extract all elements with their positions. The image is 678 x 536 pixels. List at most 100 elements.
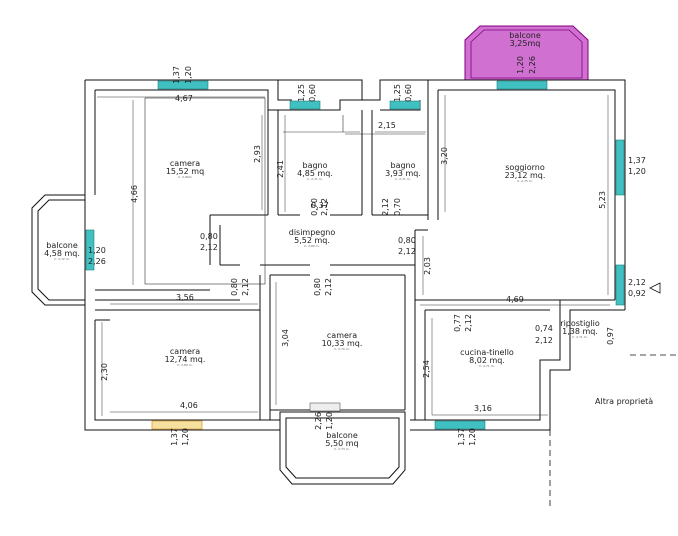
room-area: 3,93 mq. xyxy=(385,169,421,178)
room-name: camera xyxy=(169,159,201,168)
room-cucina-tinello: cucina-tinello 8,02 mq. h. 2,71 m. xyxy=(452,349,522,368)
door-camera2-h: 2,12 xyxy=(240,278,250,296)
room-name: camera xyxy=(326,331,358,340)
room-height: h. 2,89m xyxy=(178,175,192,179)
door-ripostiglio-h: 2,12 xyxy=(535,336,553,345)
room-area: 5,50 mq xyxy=(325,439,359,448)
door-camera3: 0,80 xyxy=(312,278,322,296)
room-name: balcone xyxy=(326,431,358,440)
room-height: h. 2,73 m. xyxy=(334,447,350,451)
property-line xyxy=(549,354,678,510)
win-soggiorno-a: 1,37 xyxy=(628,156,646,165)
win-camera1-a: 1,37 xyxy=(171,66,181,84)
room-area: 10,33 mq. xyxy=(321,339,363,348)
dim-cucina-width: 3,16 xyxy=(474,404,492,413)
room-bagno-1: bagno 4,85 mq. h. 2,71 m. xyxy=(290,162,340,181)
win-camera1-b: 1,20 xyxy=(183,66,193,84)
room-balcone-top: balcone 3,25mq xyxy=(495,32,555,48)
room-height: h. 2,75 m. xyxy=(517,179,533,183)
room-name: bagno xyxy=(302,161,328,170)
dim-bagno-width: 2,15 xyxy=(378,121,396,130)
room-height: h. 2,89 m. xyxy=(177,363,193,367)
door-ripostiglio: 0,74 xyxy=(535,324,553,333)
room-soggiorno: soggiorno 23,12 mq. h. 2,75 m. xyxy=(490,164,560,183)
room-name: soggiorno xyxy=(505,163,545,172)
balcone-left-outline xyxy=(31,194,86,306)
room-name: balcone xyxy=(509,31,541,40)
room-name: bagno xyxy=(390,161,416,170)
win-bagno2-a: 1,25 xyxy=(392,84,402,102)
room-area: 23,12 mq. xyxy=(504,171,546,180)
balcone-bottom-outline xyxy=(279,411,406,485)
win-soggiorno2-b: 0,92 xyxy=(628,289,646,298)
dim-camera1-right: 2,93 xyxy=(252,145,262,163)
room-height: h. 2,71 m. xyxy=(395,177,411,181)
altra-proprieta-label: Altra proprietà xyxy=(595,397,654,406)
win-soggiorno-b: 1,20 xyxy=(628,167,646,176)
room-area: 8,02 mq. xyxy=(469,356,505,365)
dim-soggiorno-left: 3,20 xyxy=(439,147,449,165)
room-height: h. 2,71 m. xyxy=(307,177,323,181)
win-camera2-b: 1,20 xyxy=(180,428,190,446)
win-cucina-a: 1,37 xyxy=(456,428,466,446)
door-camera3-h: 2,12 xyxy=(323,278,333,296)
corr-a: 0,37 xyxy=(311,201,329,210)
win-camera3-a: 2,26 xyxy=(313,412,323,430)
dim-cucina-left: 2,03 xyxy=(422,257,432,275)
room-area: 15,52 mq xyxy=(165,167,205,176)
room-name: balcone xyxy=(46,241,78,250)
room-name: ripostiglio xyxy=(560,319,600,328)
dim-camera1-width: 4,67 xyxy=(175,94,193,103)
door-cucina: 0,77 xyxy=(452,314,462,332)
dim-soggiorno-right: 5,23 xyxy=(597,191,607,209)
win-bagno1-a: 1,25 xyxy=(296,84,306,102)
dim-cucina-height: 2,54 xyxy=(421,360,431,378)
room-area: 4,58 mq. xyxy=(44,249,80,258)
door-soggiorno-h: 2,12 xyxy=(398,247,416,256)
win-top-b: 2,26 xyxy=(527,56,537,74)
door-camera2: 0,80 xyxy=(229,278,239,296)
room-name: cucina-tinello xyxy=(460,348,514,357)
dim-ripostiglio-side: 0,97 xyxy=(605,327,615,345)
door-cucina-h: 2,12 xyxy=(463,314,473,332)
door-camera1: 0,80 xyxy=(200,232,218,241)
room-area: 3,25mq xyxy=(509,39,541,48)
room-height: h. 2,71 m. xyxy=(572,335,588,339)
interior-walls xyxy=(95,90,560,420)
dim-camera2-width: 4,06 xyxy=(180,401,198,410)
window-camera3 xyxy=(309,402,341,412)
room-disimpegno: disimpegno 5,52 mq. h. 2,89 m. xyxy=(282,229,342,248)
win-camera2-a: 1,37 xyxy=(169,428,179,446)
dim-corridor-width: 3,56 xyxy=(176,293,194,302)
win-cucina-b: 1,20 xyxy=(467,428,477,446)
outer-walls xyxy=(84,79,626,431)
room-area: 4,85 mq. xyxy=(297,169,333,178)
dim-camera1-height: 4,66 xyxy=(129,185,139,203)
win-top-a: 1,20 xyxy=(515,56,525,74)
room-camera-2: camera 12,74 mq. h. 2,89 m. xyxy=(155,348,215,367)
win-bagno2-b: 0,60 xyxy=(403,84,413,102)
window-orange xyxy=(151,420,203,430)
room-name: disimpegno xyxy=(288,228,336,237)
windows xyxy=(85,80,625,430)
dim-soggiorno-bottom: 4,69 xyxy=(506,295,524,304)
win-soggiorno2-a: 2,12 xyxy=(628,278,646,287)
room-camera-1: camera 15,52 mq h. 2,89m xyxy=(155,160,215,179)
door-bagno2: 0,70 xyxy=(392,198,402,216)
room-balcone-bottom: balcone 5,50 mq h. 2,73 m. xyxy=(312,432,372,451)
room-area: 5,52 mq. xyxy=(294,236,330,245)
entrance-arrow xyxy=(649,282,661,294)
door-bagno2-h: 2,12 xyxy=(380,198,390,216)
room-area: 12,74 mq. xyxy=(164,355,206,364)
room-height: h. 2,72 m. xyxy=(54,257,70,261)
door-camera1-h: 2,12 xyxy=(200,243,218,252)
dim-bagno1-height: 2,41 xyxy=(275,160,285,178)
room-height: h. 2,71 m. xyxy=(479,364,495,368)
room-balcone-left: balcone 4,58 mq. h. 2,72 m. xyxy=(40,242,84,261)
dim-camera2-height: 2,30 xyxy=(99,363,109,381)
room-area: 1,38 mq. xyxy=(562,327,598,336)
room-height: h. 2,70 m. xyxy=(334,347,350,351)
room-bagno-2: bagno 3,93 mq. h. 2,71 m. xyxy=(378,162,428,181)
dim-camera3-height: 3,04 xyxy=(280,329,290,347)
win-camera3-b: 1,20 xyxy=(324,412,334,430)
